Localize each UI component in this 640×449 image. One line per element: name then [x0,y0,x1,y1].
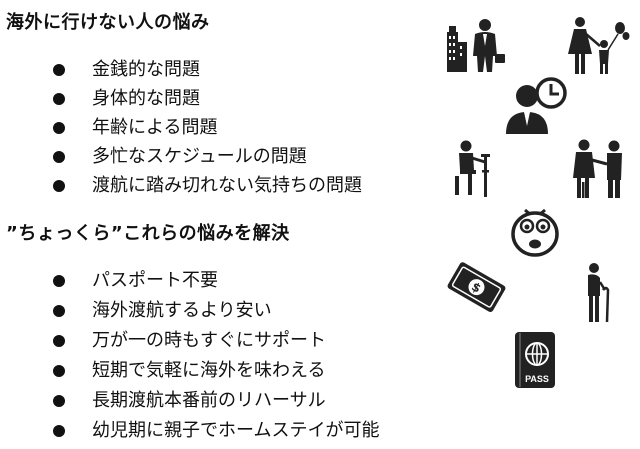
bullet-icon [53,425,65,437]
bullet-icon [53,63,65,76]
bullet-icon [53,275,65,287]
bullet-icon [53,335,65,347]
list-item-label: パスポート不要 [92,270,218,291]
list-item: 幼児期に親子でホームステイが可能 [0,416,379,446]
money-bill-icon: $ [447,262,506,313]
bullet-icon [53,305,65,317]
list-item-label: 万が一の時もすぐにサポート [92,330,326,351]
list-item-label: 身体的な問題 [92,88,200,109]
bullet-icon [53,179,65,192]
solutions-list: パスポート不要 海外渡航するより安い 万が一の時もすぐにサポート 短期で気軽に海… [0,266,379,446]
list-item-label: 短期で気軽に海外を味わえる [92,360,326,381]
busy-businessman-clock-icon [506,77,567,134]
list-item-label: 長期渡航本番前のリハーサル [92,390,326,411]
list-item-label: 金銭的な問題 [92,59,200,80]
list-item-label: 幼児期に親子でホームステイが可能 [92,420,380,441]
problems-list: 金銭的な問題 身体的な問題 年齢による問題 多忙なスケジュールの問題 渡航に踏み… [0,55,362,200]
list-item: 長期渡航本番前のリハーサル [0,386,379,416]
family-balloon-icon [568,17,630,74]
disabled-person-crutch-icon [455,140,490,197]
elderly-person-cane-icon [588,263,610,323]
bullet-icon [53,150,65,163]
list-item: 金銭的な問題 [0,55,362,84]
list-item: 年齢による問題 [0,113,362,142]
bullet-icon [53,395,65,407]
bullet-icon [53,121,65,134]
passport-icon: PASS [515,332,555,388]
list-item: 多忙なスケジュールの問題 [0,142,362,171]
list-item: 海外渡航するより安い [0,296,379,326]
bullet-icon [53,365,65,377]
heading-solution: ”ちょっくら”これらの悩みを解決 [6,223,290,244]
heading-problems: 海外に行けない人の悩み [6,12,210,33]
bullet-icon [53,92,65,105]
list-item: 短期で気軽に海外を味わえる [0,356,379,386]
list-item: 万が一の時もすぐにサポート [0,326,379,356]
list-item: 渡航に踏み切れない気持ちの問題 [0,171,362,200]
list-item-label: 渡航に踏み切れない気持ちの問題 [92,175,362,196]
list-item: パスポート不要 [0,266,379,296]
list-item-label: 年齢による問題 [92,117,218,138]
caregiver-elderly-icon [573,139,622,198]
list-item-label: 海外渡航するより安い [92,300,272,321]
passport-label: PASS [525,374,549,384]
list-item: 身体的な問題 [0,84,362,113]
businessman-city-icon [447,19,505,72]
worried-face-icon [511,208,559,257]
list-item-label: 多忙なスケジュールの問題 [92,146,307,167]
